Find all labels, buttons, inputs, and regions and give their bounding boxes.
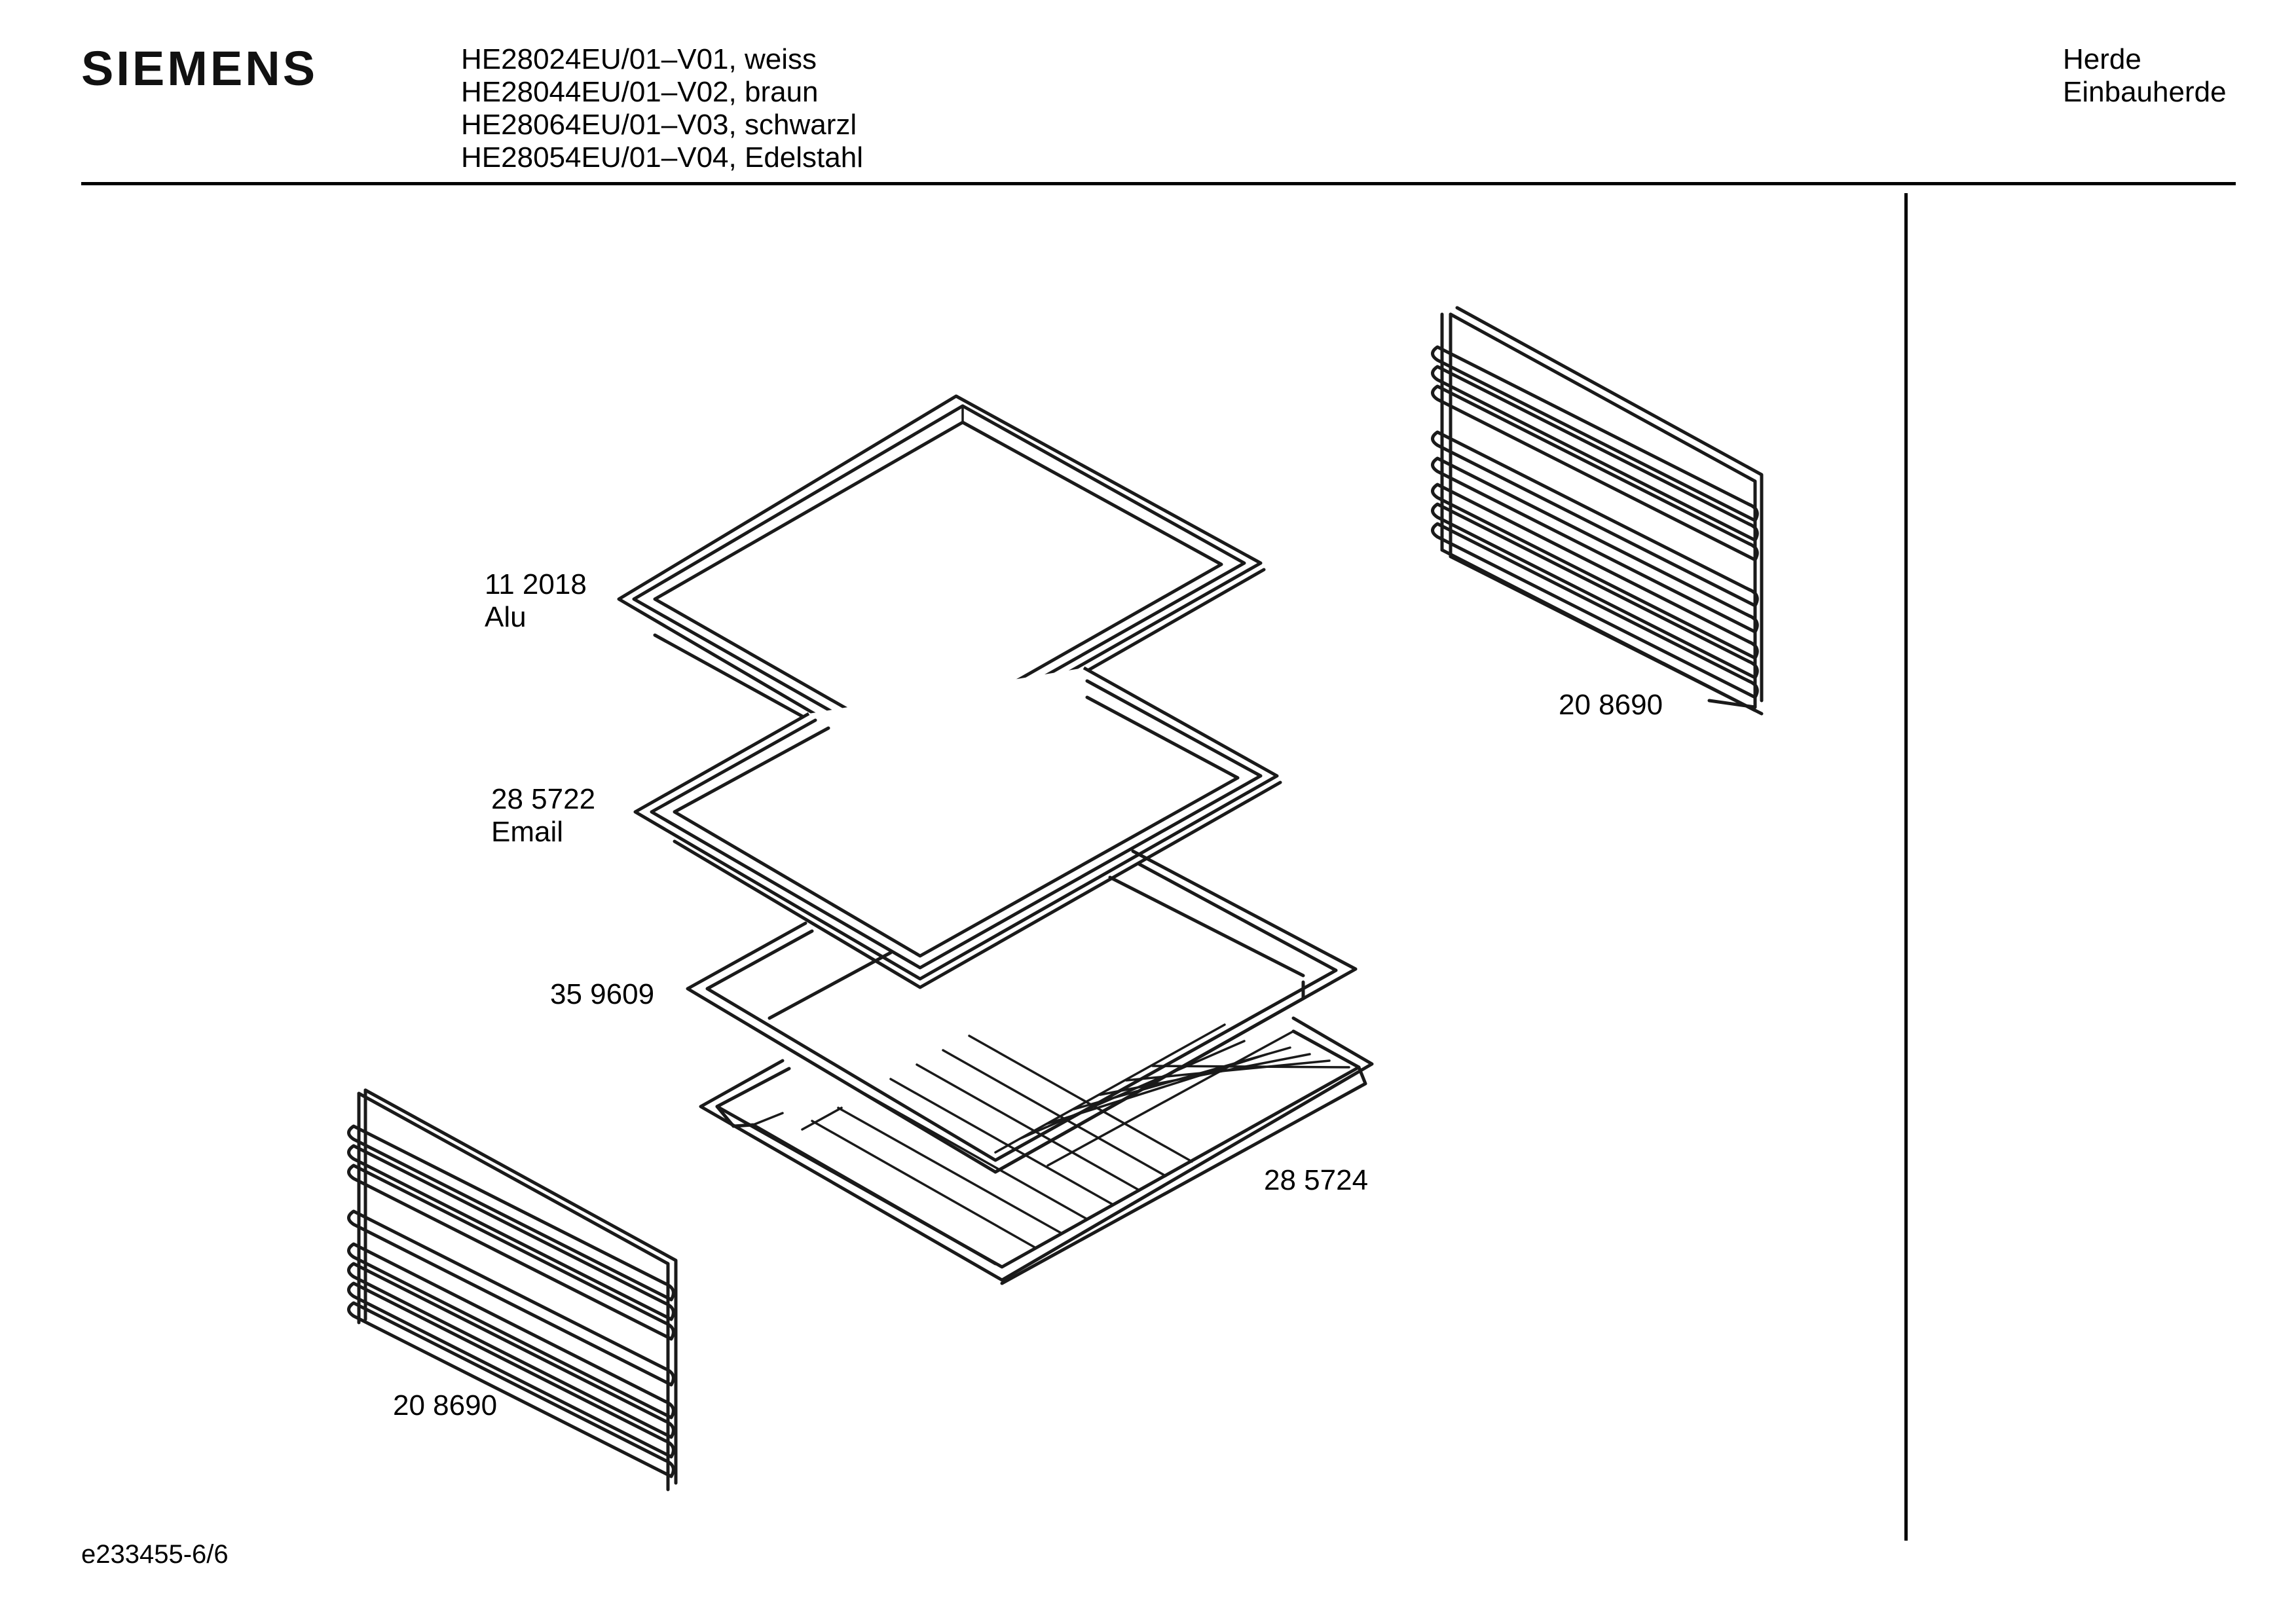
model-line: HE28044EU/01–V02, braun bbox=[461, 76, 819, 108]
siemens-logo: SIEMENS bbox=[81, 41, 318, 96]
baking-tray-email bbox=[633, 666, 1282, 989]
side-rail-left bbox=[347, 1088, 678, 1492]
wire-rack bbox=[699, 1016, 1374, 1285]
category-line: Einbauherde bbox=[2063, 76, 2227, 108]
part-number: 28 5722 bbox=[491, 783, 596, 815]
model-list: HE28024EU/01–V01, weiss HE28044EU/01–V02… bbox=[461, 43, 863, 174]
part-label-rail-right: 20 8690 bbox=[1559, 689, 1663, 722]
part-label-pan-insert: 35 9609 bbox=[550, 978, 654, 1011]
part-label-tray-alu: 11 2018 Alu bbox=[485, 568, 587, 634]
side-rail-right bbox=[1431, 306, 1764, 716]
part-label-wire-rack: 28 5724 bbox=[1264, 1164, 1368, 1197]
part-number: 11 2018 bbox=[485, 568, 587, 600]
part-number: 20 8690 bbox=[393, 1389, 498, 1421]
part-label-rail-left: 20 8690 bbox=[393, 1389, 497, 1422]
model-line: HE28024EU/01–V01, weiss bbox=[461, 43, 817, 75]
part-number: 28 5724 bbox=[1264, 1164, 1369, 1196]
model-line: HE28064EU/01–V03, schwarzl bbox=[461, 109, 857, 141]
pan-insert bbox=[686, 849, 1358, 1174]
header-divider bbox=[81, 182, 2236, 185]
part-material: Alu bbox=[485, 601, 527, 633]
model-line: HE28054EU/01–V04, Edelstahl bbox=[461, 141, 863, 174]
part-material: Email bbox=[491, 816, 564, 848]
part-label-tray-email: 28 5722 Email bbox=[491, 783, 595, 849]
category-block: Herde Einbauherde bbox=[2063, 43, 2227, 109]
part-number: 35 9609 bbox=[550, 978, 655, 1010]
side-divider bbox=[1904, 193, 1908, 1541]
document-id: e233455-6/6 bbox=[81, 1540, 229, 1569]
part-number: 20 8690 bbox=[1559, 689, 1663, 721]
category-line: Herde bbox=[2063, 43, 2141, 75]
